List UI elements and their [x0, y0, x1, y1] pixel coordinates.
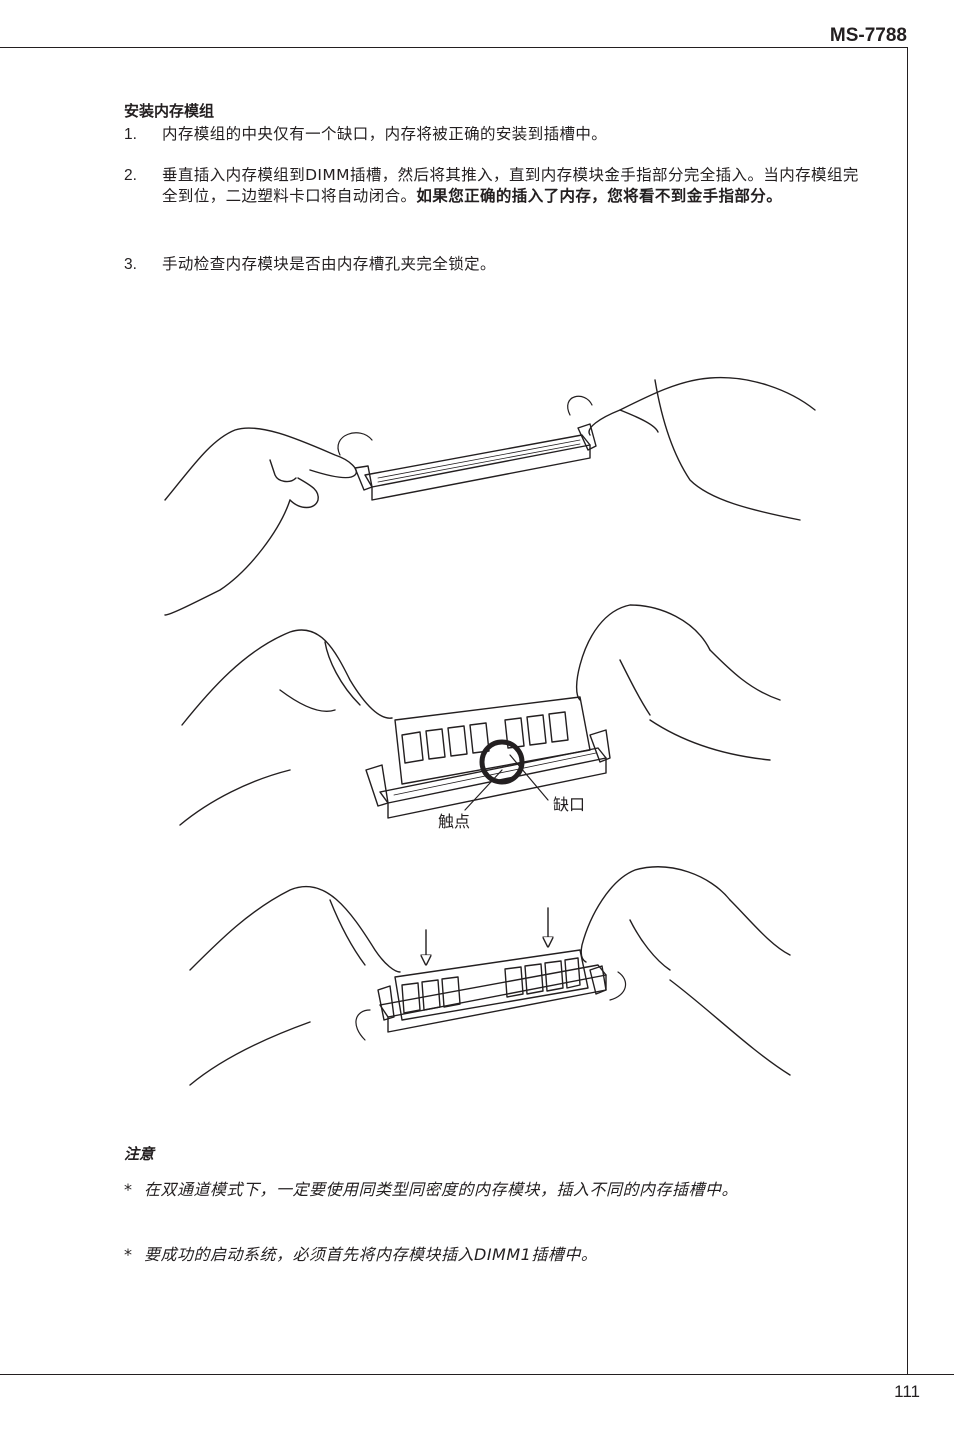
step-text: 手动检查内存模块是否由内存槽孔夹完全锁定。 [162, 255, 496, 273]
step-text-bold: 如果您正确的插入了内存，您将看不到金手指部分。 [416, 187, 783, 205]
notch-label: 缺口 [553, 795, 586, 814]
note-title: 注意 [124, 1145, 155, 1163]
page-number: 111 [894, 1382, 920, 1401]
step-text: 内存模组的中央仅有一个缺口，内存将被正确的安装到插槽中。 [162, 125, 608, 143]
dimm-install-illustration [164, 376, 816, 1086]
note-marker: * [124, 1180, 132, 1199]
note-item: * 要成功的启动系统，必须首先将内存模块插入DIMM1插槽中。 [124, 1243, 864, 1266]
section-title: 安装内存模组 [124, 102, 215, 120]
panel-open-clips [164, 376, 816, 616]
step-number: 3. [124, 256, 137, 273]
step-text: 垂直插入内存模组到DIMM插槽，然后将其推入，直到内存模块金手指部分完全插入。当… [162, 165, 864, 207]
step-number: 1. [124, 126, 137, 143]
contact-label: 触点 [438, 812, 471, 831]
note-marker: * [124, 1245, 132, 1264]
panel-align-module [179, 604, 781, 826]
step-2: 2. 垂直插入内存模组到DIMM插槽，然后将其推入，直到内存模块金手指部分完全插… [124, 165, 864, 207]
header-rule [0, 47, 908, 48]
side-rule [907, 47, 908, 1374]
step-text-normal: 垂直插入内存模组到DIMM插槽，然后将其推入，直到内存模块金手指部分完全插入。当… [162, 166, 859, 205]
note-text: 在双通道模式下，一定要使用同类型同密度的内存模块，插入不同的内存插槽中。 [144, 1180, 739, 1199]
note-item: * 在双通道模式下，一定要使用同类型同密度的内存模块，插入不同的内存插槽中。 [124, 1178, 864, 1201]
footer-rule [0, 1374, 954, 1375]
note-text: 要成功的启动系统，必须首先将内存模块插入DIMM1插槽中。 [144, 1245, 598, 1264]
step-number: 2. [124, 167, 137, 184]
panel-press-module [189, 866, 791, 1086]
step-3: 3. 手动检查内存模块是否由内存槽孔夹完全锁定。 [124, 254, 864, 275]
step-1: 1. 内存模组的中央仅有一个缺口，内存将被正确的安装到插槽中。 [124, 124, 864, 145]
model-header: MS-7788 [829, 25, 907, 46]
